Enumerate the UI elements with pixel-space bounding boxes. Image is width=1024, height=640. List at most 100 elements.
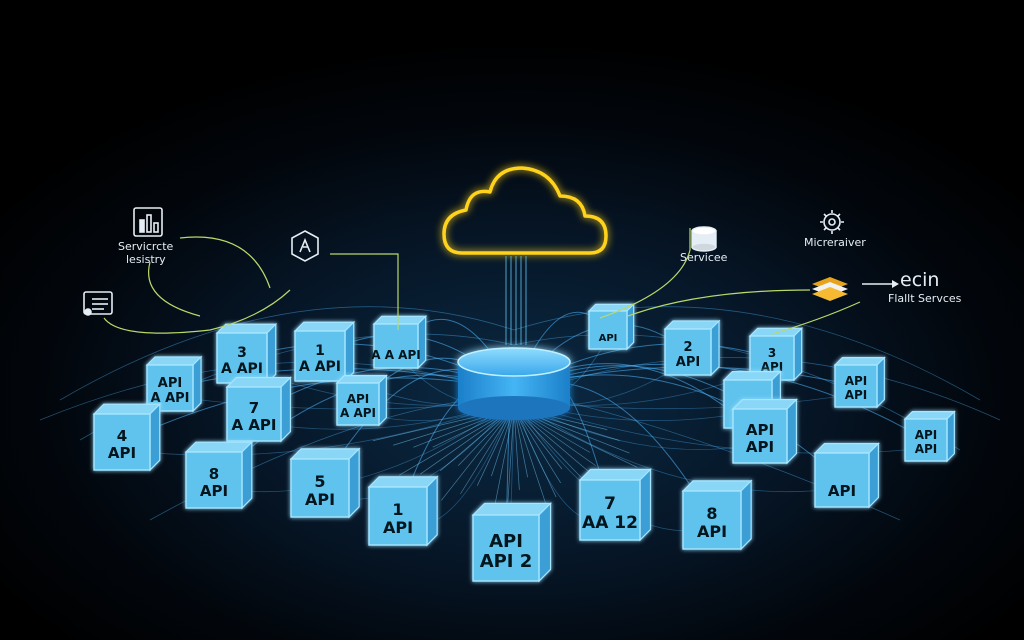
cube-front-face [472, 514, 540, 582]
cloud-connector-lines [505, 256, 527, 345]
cube-label-line2: API [383, 518, 413, 537]
cube-side-face [868, 442, 880, 509]
cube-label-line1: API [746, 421, 774, 439]
database-cylinder-icon [457, 347, 571, 377]
hub-burst-ray [507, 407, 515, 502]
hub-burst-ray [513, 407, 520, 490]
gateway-hex-icon [291, 230, 319, 262]
cube-top-face [833, 357, 886, 366]
cloud-icon [442, 166, 608, 255]
cube-front-face [579, 479, 641, 541]
cube-label-line2: API [200, 482, 228, 500]
cube-side-face [280, 376, 292, 443]
cube-label-line1: API [915, 428, 938, 442]
connection-line [513, 399, 843, 493]
cube-label-line2: AA 12 [582, 513, 638, 533]
microservice-gear-icon [820, 210, 844, 234]
cube-side-face [946, 410, 955, 463]
central-hub [457, 347, 571, 420]
cube-front-face [146, 364, 194, 412]
cube-label-line2: API [761, 360, 784, 374]
services-label: Servicee [680, 251, 728, 264]
cube-front-face [290, 458, 350, 518]
hub-burst-ray [476, 407, 515, 486]
connection-line [213, 399, 515, 493]
cube-side-face [740, 479, 752, 551]
cube-front-face [216, 332, 268, 384]
cube-top-face [372, 315, 428, 325]
cube-top-face [471, 502, 552, 516]
microservice-label: Micreraiver [804, 236, 866, 249]
cube-top-face [578, 468, 652, 481]
cube-label-line1: 8 [706, 504, 717, 523]
cube-front-face [368, 486, 428, 546]
hub-bottom [458, 396, 570, 420]
api-cube: 3A API [215, 322, 278, 385]
cube-label-line2: A API [299, 359, 341, 375]
api-cube: API [813, 442, 880, 509]
cube-top-face [289, 448, 361, 460]
cube-side-face [876, 356, 885, 409]
cube-front-face [732, 408, 788, 464]
cube-top-face [184, 441, 254, 453]
cube-front-face [185, 451, 243, 509]
cube-front-face [814, 452, 870, 508]
cube-label-line1: API [489, 531, 523, 552]
api-cube: API [587, 302, 636, 351]
cube-label-line2: API [305, 490, 335, 509]
hub-burst-ray [513, 407, 557, 498]
cube-label-line2: A API [150, 391, 189, 406]
cube-label-line2: API [697, 522, 727, 541]
cube-front-face [664, 328, 712, 376]
cube-top-face [367, 476, 439, 488]
fault-arrow-head [892, 280, 899, 288]
cube-side-face [192, 355, 202, 413]
hub-burst-ray [441, 407, 515, 501]
cube-label-line2: API [676, 355, 700, 370]
cube-front-face [226, 386, 282, 442]
cube-side-face [344, 320, 355, 383]
cube-label-line1: 1 [392, 500, 403, 519]
document-icon [83, 291, 113, 316]
hub-burst-ray [460, 407, 515, 495]
hub-burst-ray [513, 407, 549, 512]
service-registry-icon [133, 207, 163, 237]
cube-top-face [903, 411, 956, 420]
cube-top-face [681, 480, 753, 492]
cube-top-face [722, 371, 782, 381]
cube-label-line1: 8 [209, 465, 219, 483]
cube-label-line1: API [158, 376, 182, 391]
cube-front-face [93, 413, 151, 471]
api-cube: A A API [371, 314, 428, 370]
network-arc [59, 306, 981, 401]
cube-front-face [904, 418, 948, 462]
cube-label-line1: 4 [117, 427, 127, 445]
cube-front-face [682, 490, 742, 550]
cube-label-line2: API [915, 442, 938, 456]
cube-label-line2: API 2 [480, 551, 533, 572]
cube-top-face [335, 375, 388, 384]
cube-top-face [663, 320, 721, 330]
ecin-label: ecin [900, 269, 939, 291]
cube-front-face [588, 310, 628, 350]
cube-label-line2: API [108, 444, 136, 462]
cube-top-face [813, 442, 880, 454]
cube-label-line1: 3 [237, 345, 247, 361]
cube-side-face [538, 502, 552, 583]
cube-label-line2: API [828, 482, 856, 500]
service-registry-label-line2: lesistry [126, 253, 166, 266]
cube-side-face [266, 322, 277, 385]
cube-top-face [293, 321, 356, 332]
